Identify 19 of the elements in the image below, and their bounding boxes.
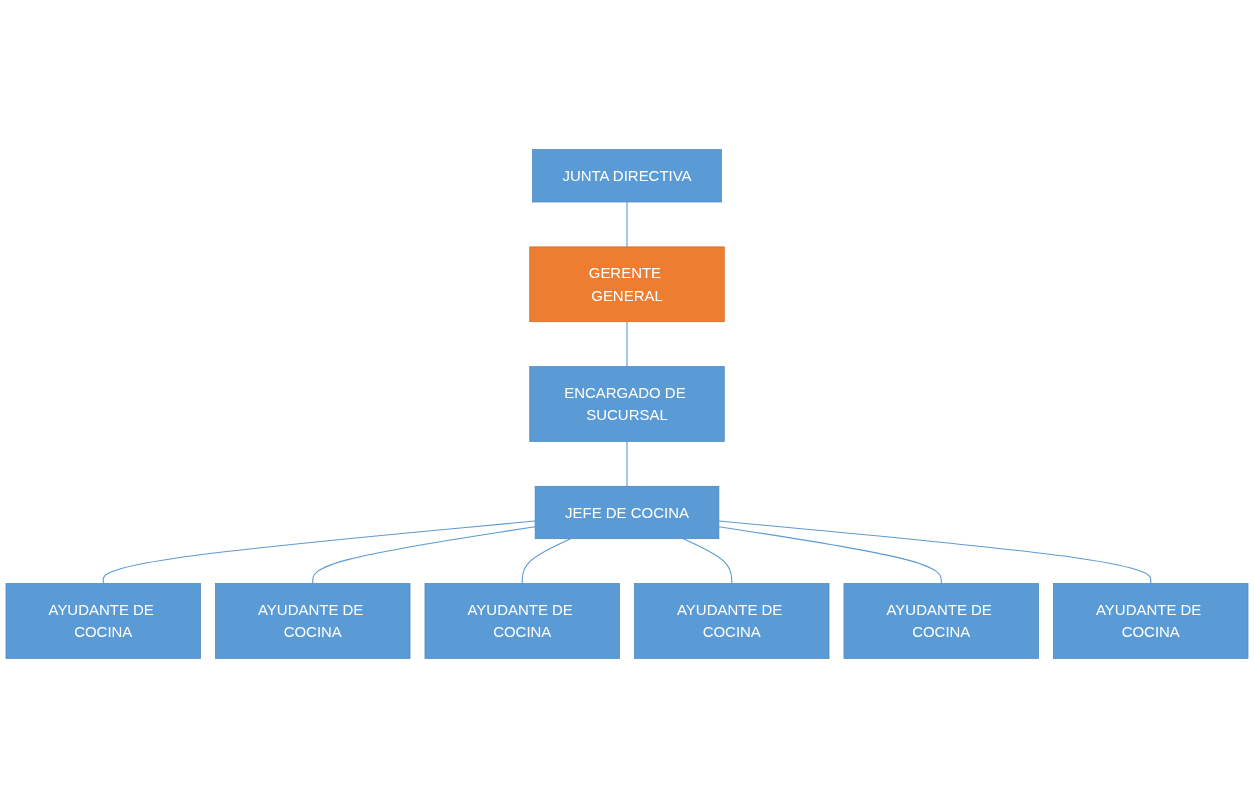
node-box: AYUDANTE DE COCINA [843,583,1039,659]
node-box: GERENTE GENERAL [529,246,725,323]
node-box: ENCARGADO DE SUCURSAL [529,366,725,442]
connector [718,526,942,585]
connector [102,520,536,585]
node-box: AYUDANTE DE COCINA [215,583,411,659]
node-box: AYUDANTE DE COCINA [1053,583,1249,659]
connector [682,538,733,585]
connector [521,538,572,585]
node-box: AYUDANTE DE COCINA [424,583,620,659]
node-box: JEFE DE COCINA [534,485,720,540]
node-box: AYUDANTE DE COCINA [634,583,830,659]
node-box: AYUDANTE DE COCINA [5,583,201,659]
node-box: JUNTA DIRECTIVA [532,149,722,203]
connector [626,440,628,487]
connector [626,201,628,248]
connector [312,526,536,585]
connector [718,520,1152,585]
connector [626,321,628,368]
